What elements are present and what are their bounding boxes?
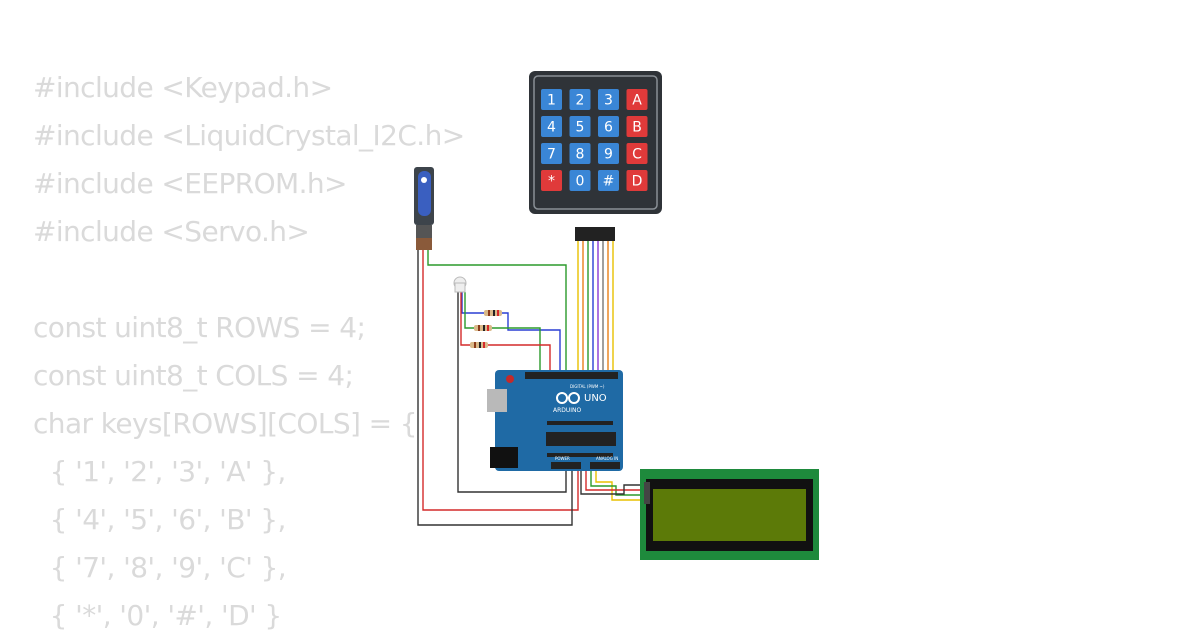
keypad-key-face bbox=[541, 143, 562, 164]
usb-port bbox=[487, 389, 507, 412]
arduino-brand: ARDUINO bbox=[553, 407, 582, 414]
servo bbox=[414, 167, 434, 250]
keypad-key-face bbox=[626, 116, 648, 137]
keypad-key-face bbox=[541, 89, 562, 110]
keypad-key-face bbox=[626, 89, 648, 110]
keypad-key[interactable]: 3 bbox=[598, 89, 619, 110]
code-line: char keys[ROWS][COLS] = { bbox=[33, 407, 418, 440]
keypad-key-label: 5 bbox=[576, 120, 585, 136]
keypad-key[interactable]: 5 bbox=[569, 116, 591, 137]
keypad-key-label: 9 bbox=[604, 147, 613, 163]
keypad-key-face bbox=[569, 116, 591, 137]
code-line: { '*', '0', '#', 'D' } bbox=[33, 599, 283, 632]
keypad-key-face bbox=[626, 170, 648, 191]
code-snippet: #include <Keypad.h> #include <LiquidCryst… bbox=[33, 64, 465, 640]
led-ground-wire bbox=[457, 292, 567, 493]
code-line: #include <LiquidCrystal_I2C.h> bbox=[33, 119, 465, 152]
wires bbox=[417, 241, 650, 526]
rgb-led bbox=[453, 276, 467, 293]
keypad-key[interactable]: 6 bbox=[598, 116, 619, 137]
keypad-key-face bbox=[598, 116, 619, 137]
servo-connector bbox=[416, 238, 432, 250]
servo-signal-wire bbox=[427, 250, 567, 372]
keypad-key-label: # bbox=[603, 174, 615, 190]
servo-power-wire bbox=[422, 250, 579, 511]
led-wire-blue bbox=[461, 292, 561, 372]
reset-button bbox=[506, 375, 514, 383]
code-line: { '1', '2', '3', 'A' }, bbox=[33, 455, 287, 488]
keypad-key[interactable]: # bbox=[598, 170, 619, 191]
lcd-i2c-header bbox=[644, 482, 650, 504]
keypad-key-label: 1 bbox=[547, 93, 556, 109]
keypad-key-face bbox=[569, 170, 591, 191]
keypad-key-label: 7 bbox=[547, 147, 556, 163]
keypad-key[interactable]: 9 bbox=[598, 143, 619, 164]
lcd-wire-yellow bbox=[595, 470, 650, 501]
lcd-screen bbox=[653, 489, 806, 541]
keypad-key[interactable]: 0 bbox=[569, 170, 591, 191]
led-wire-red bbox=[460, 292, 551, 372]
keypad-key-face bbox=[598, 89, 619, 110]
code-line: #include <Keypad.h> bbox=[33, 71, 333, 104]
keypad-connector bbox=[575, 227, 615, 241]
keypad-key-label: 0 bbox=[576, 174, 585, 190]
keypad-keys: 1 2 3 A 4 5 6 B 7 8 9 C * 0 # D bbox=[541, 89, 648, 191]
keypad-key-face bbox=[598, 170, 619, 191]
resistors bbox=[470, 310, 502, 348]
keypad-key-label: D bbox=[632, 174, 643, 190]
keypad-key-label: A bbox=[632, 93, 642, 109]
keypad-key-label: B bbox=[632, 120, 642, 136]
lcd-wire-black bbox=[580, 470, 650, 495]
keypad-key-label: 2 bbox=[576, 93, 585, 109]
code-line: #include <EEPROM.h> bbox=[33, 167, 348, 200]
keypad-key[interactable]: 7 bbox=[541, 143, 562, 164]
keypad-key[interactable]: 1 bbox=[541, 89, 562, 110]
lcd-display bbox=[640, 469, 819, 560]
keypad-key-face bbox=[569, 143, 591, 164]
lcd-wire-red bbox=[585, 470, 650, 491]
keypad-key-label: C bbox=[632, 147, 642, 163]
lcd-wire-green bbox=[590, 470, 650, 496]
keypad-key-label: 6 bbox=[604, 120, 613, 136]
digital-label: DIGITAL (PWM ~) bbox=[570, 384, 605, 389]
keypad-key-face bbox=[541, 170, 562, 191]
keypad-key[interactable]: 4 bbox=[541, 116, 562, 137]
keypad-key[interactable]: * bbox=[541, 170, 562, 191]
keypad-key-label: 8 bbox=[576, 147, 585, 163]
keypad-key-face bbox=[541, 116, 562, 137]
arduino-logo bbox=[556, 392, 568, 404]
keypad-key[interactable]: D bbox=[626, 170, 648, 191]
arduino-uno: ARDUINO UNO DIGITAL (PWM ~) POWER ANALOG… bbox=[487, 370, 623, 471]
led-wire-green bbox=[464, 292, 541, 372]
code-line: const uint8_t COLS = 4; bbox=[33, 359, 354, 392]
code-line: const uint8_t ROWS = 4; bbox=[33, 311, 366, 344]
code-line: { '4', '5', '6', 'B' }, bbox=[33, 503, 287, 536]
power-jack bbox=[490, 447, 518, 468]
keypad: 1 2 3 A 4 5 6 B 7 8 9 C * 0 # D bbox=[529, 71, 662, 241]
keypad-key-label: * bbox=[548, 174, 555, 190]
keypad-key[interactable]: 8 bbox=[569, 143, 591, 164]
keypad-key[interactable]: C bbox=[626, 143, 648, 164]
keypad-key[interactable]: A bbox=[626, 89, 648, 110]
keypad-key-face bbox=[626, 143, 648, 164]
keypad-key[interactable]: 2 bbox=[569, 89, 591, 110]
keypad-key-label: 4 bbox=[547, 120, 556, 136]
keypad-key-face bbox=[569, 89, 591, 110]
keypad-key-label: 3 bbox=[604, 93, 613, 109]
atmega-chip bbox=[546, 432, 616, 446]
servo-ground-wire bbox=[417, 250, 573, 526]
code-line: #include <Servo.h> bbox=[33, 215, 310, 248]
arduino-model: UNO bbox=[584, 393, 607, 404]
code-line: { '7', '8', '9', 'C' }, bbox=[33, 551, 287, 584]
keypad-key[interactable]: B bbox=[626, 116, 648, 137]
analog-label: ANALOG IN bbox=[596, 456, 618, 461]
keypad-key-face bbox=[598, 143, 619, 164]
power-label: POWER bbox=[555, 456, 570, 461]
